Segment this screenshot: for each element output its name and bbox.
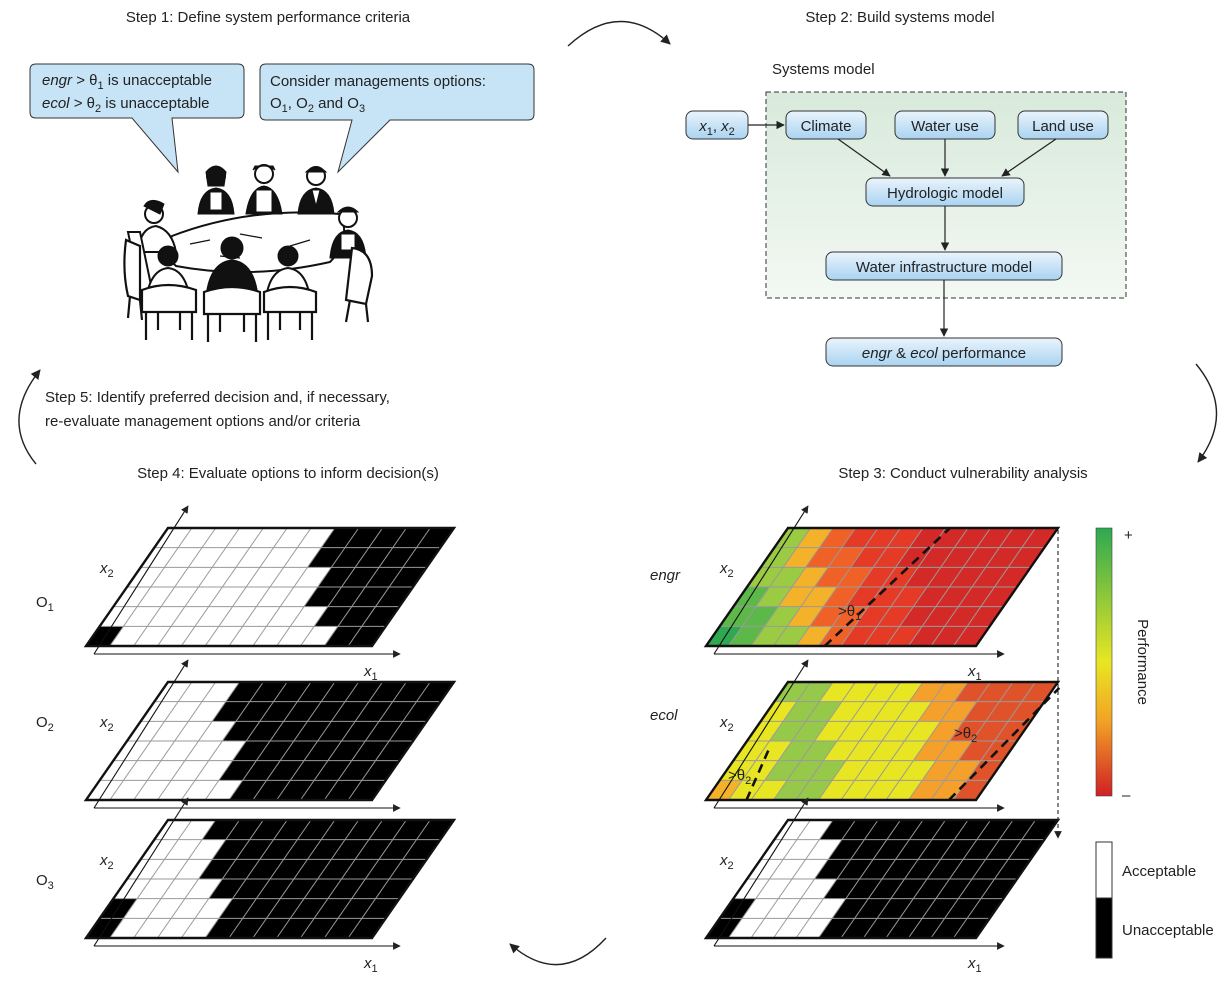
speech-bubble-options: Consider managements options: O1, O2 and… — [259, 63, 535, 174]
colorbar-plus-label: + — [1124, 527, 1133, 544]
ecol-vulnerability-panel: x1 x2 — [703, 659, 1061, 837]
land-use-box: Land use — [1017, 110, 1109, 140]
x2-axis-label: x2 — [719, 714, 734, 734]
svg-text:Water use: Water use — [911, 118, 979, 135]
threshold-line — [948, 686, 1061, 801]
theta2-threshold-label-left: >θ2 — [728, 767, 751, 787]
performance-output-box: engr & ecol performance — [825, 337, 1063, 367]
svg-text:x1, x2: x1, x2 — [698, 118, 735, 138]
x1-axis-label: x1 — [363, 663, 378, 683]
svg-text:Hydrologic model: Hydrologic model — [887, 185, 1003, 202]
water-use-box: Water use — [894, 110, 996, 140]
step5-title-line2: re-evaluate management options and/or cr… — [45, 413, 361, 430]
criterion-ecol: ecol > θ2 is unacceptable — [42, 95, 210, 115]
x2-axis-arrow — [93, 659, 189, 809]
acceptable-swatch — [1095, 841, 1113, 899]
theta1-threshold-label: >θ1 — [838, 603, 861, 623]
x1-axis-label: x1 — [363, 955, 378, 975]
performance-colorbar — [1095, 527, 1113, 797]
x2-axis-label: x2 — [719, 560, 734, 580]
criterion-engr: engr > θ1 is unacceptable — [42, 72, 212, 92]
unacceptable-swatch — [1095, 897, 1113, 959]
option-o2-panel: x1 x2 — [83, 659, 457, 837]
panel-border — [83, 818, 457, 940]
engr-label: engr — [650, 567, 681, 584]
colorbar-minus-label: – — [1122, 787, 1131, 804]
arrow-step2-to-step3 — [1195, 363, 1218, 463]
ecol-label: ecol — [650, 707, 678, 724]
x2-axis-arrow — [713, 659, 809, 809]
climate-box: Climate — [785, 110, 867, 140]
theta2-threshold-label-right: >θ2 — [954, 725, 977, 745]
threshold-line — [823, 527, 951, 647]
x2-axis-label: x2 — [99, 852, 114, 872]
svg-text:Climate: Climate — [801, 118, 852, 135]
engr-vulnerability-panel: x1 x2 — [703, 505, 1061, 683]
acceptable-label: Acceptable — [1122, 863, 1196, 880]
x2-axis-arrow — [713, 505, 809, 655]
combined-acceptability-panel: x1 x2 — [703, 797, 1061, 975]
panel-border — [83, 526, 457, 648]
svg-text:Water infrastructure model: Water infrastructure model — [856, 259, 1032, 276]
option-o3-panel: x1 x2 — [83, 797, 457, 975]
panel-border — [703, 526, 1061, 648]
option-o2-label: O2 — [36, 714, 54, 734]
step3-title: Step 3: Conduct vulnerability analysis — [838, 465, 1087, 482]
systems-model-arrows — [748, 120, 1057, 337]
option-o3-label: O3 — [36, 872, 54, 892]
x2-axis-arrow — [93, 505, 189, 655]
x1-axis-label: x1 — [967, 955, 982, 975]
option-o1-panel: x1 x2 — [83, 505, 457, 683]
step4-title: Step 4: Evaluate options to inform decis… — [137, 465, 439, 482]
systems-model-title: Systems model — [772, 61, 875, 78]
panel-border — [703, 680, 1061, 802]
x2-axis-label: x2 — [99, 560, 114, 580]
step1-title: Step 1: Define system performance criter… — [126, 9, 411, 26]
water-infrastructure-model-box: Water infrastructure model — [825, 251, 1063, 281]
x2-axis-arrow — [93, 797, 189, 947]
x1-axis-label: x1 — [967, 663, 982, 683]
colorbar-title: Performance — [1134, 619, 1151, 705]
hydrologic-model-box: Hydrologic model — [865, 177, 1025, 207]
x2-axis-label: x2 — [719, 852, 734, 872]
svg-text:Land use: Land use — [1032, 118, 1094, 135]
stakeholder-meeting-illustration — [123, 164, 374, 342]
options-heading: Consider managements options: — [270, 73, 486, 90]
unacceptable-label: Unacceptable — [1122, 922, 1214, 939]
arrow-step1-to-step2 — [567, 20, 671, 47]
panel-border — [83, 680, 457, 802]
arrow-step5-to-step1 — [18, 369, 41, 465]
x2-axis-arrow — [713, 797, 809, 947]
option-o1-label: O1 — [36, 594, 54, 614]
input-x1-x2-box: x1, x2 — [685, 110, 749, 140]
x2-axis-label: x2 — [99, 714, 114, 734]
speech-bubble-criteria: engr > θ1 is unacceptable ecol > θ2 is u… — [29, 63, 245, 174]
step2-title: Step 2: Build systems model — [805, 9, 994, 26]
threshold-line — [745, 746, 772, 801]
step5-title-line1: Step 5: Identify preferred decision and,… — [45, 389, 390, 406]
svg-text:engr & ecol performance: engr & ecol performance — [862, 345, 1026, 362]
arrow-step3-to-step4 — [509, 937, 607, 966]
options-list: O1, O2 and O3 — [270, 95, 365, 115]
